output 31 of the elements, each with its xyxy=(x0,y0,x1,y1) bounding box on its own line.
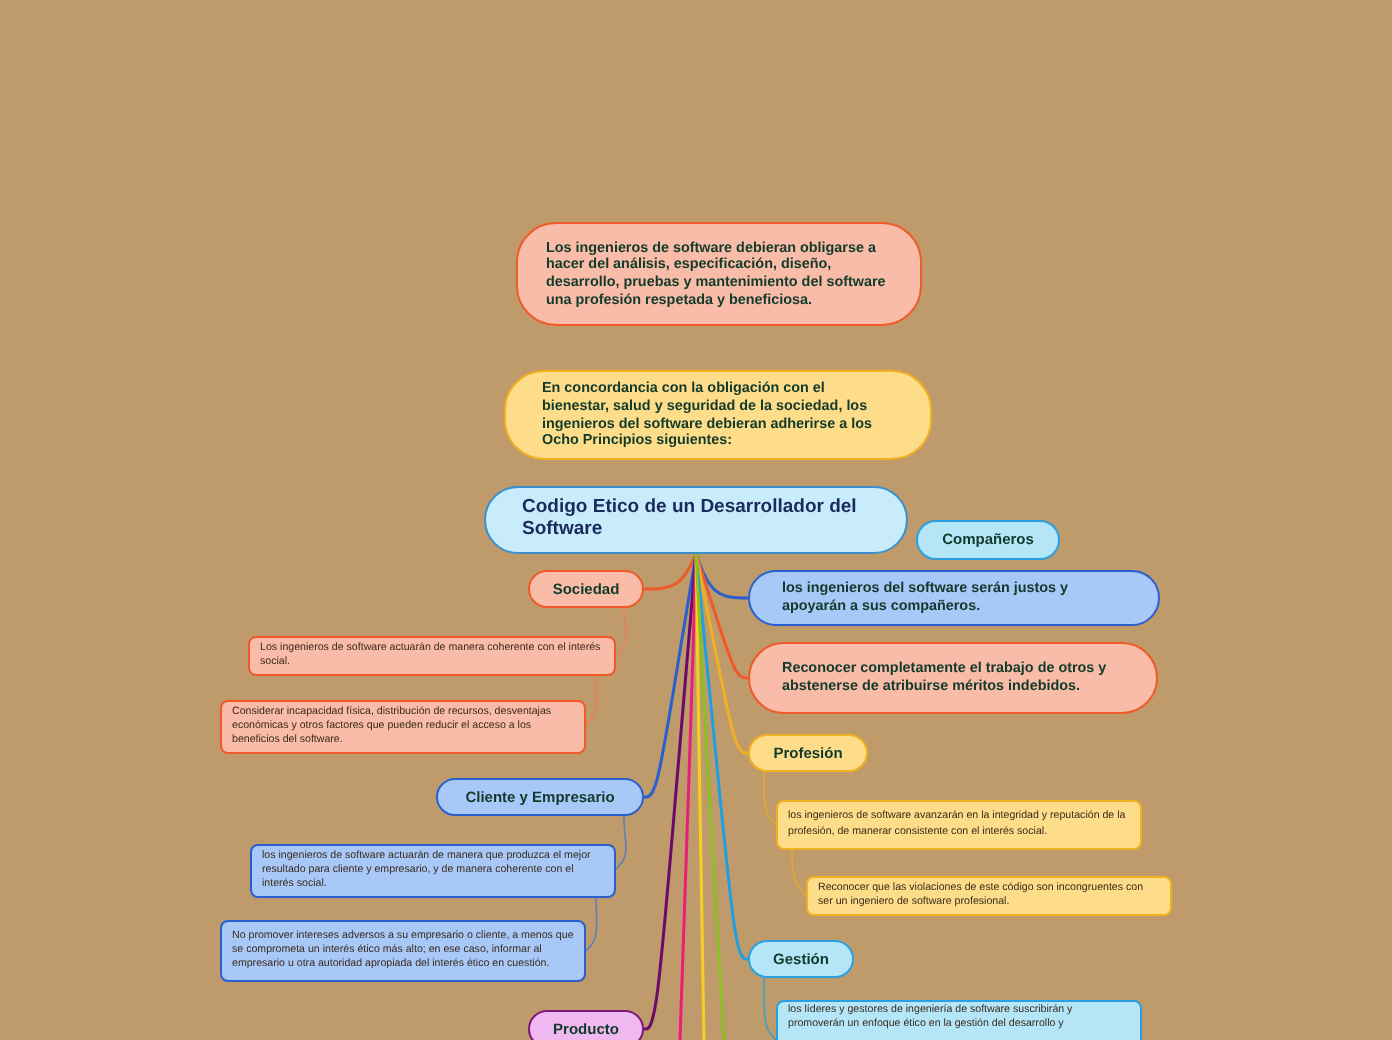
topic-box xyxy=(516,222,922,326)
leader-line xyxy=(763,977,777,1040)
leader-line xyxy=(585,893,598,952)
note-box xyxy=(250,844,616,899)
branch-line xyxy=(694,553,749,755)
note-box xyxy=(776,800,1142,850)
branch-line xyxy=(694,553,726,1040)
note-box xyxy=(248,636,616,677)
topic-box xyxy=(748,940,854,978)
note-box xyxy=(220,700,586,755)
leader-line xyxy=(763,771,777,826)
topic-box xyxy=(436,778,644,816)
branch-line xyxy=(644,553,698,591)
topic-box xyxy=(504,370,932,460)
note-box xyxy=(806,876,1172,917)
note-box xyxy=(220,920,586,982)
branch-line xyxy=(694,553,748,600)
topic-box xyxy=(528,570,644,608)
central-topic-box xyxy=(484,486,908,554)
topic-box xyxy=(916,520,1060,560)
leader-line xyxy=(615,607,627,656)
topic-box xyxy=(748,642,1158,714)
leader-line xyxy=(585,673,598,726)
topic-box xyxy=(748,734,868,772)
branch-line xyxy=(694,553,748,680)
branch-line xyxy=(678,553,698,1040)
topic-box xyxy=(528,1010,644,1040)
leader-line xyxy=(615,815,627,870)
topic-box xyxy=(748,570,1160,626)
topic-text: Codigo Etico de un Desarrollador del Software xyxy=(522,498,859,542)
leader-line xyxy=(791,849,807,896)
